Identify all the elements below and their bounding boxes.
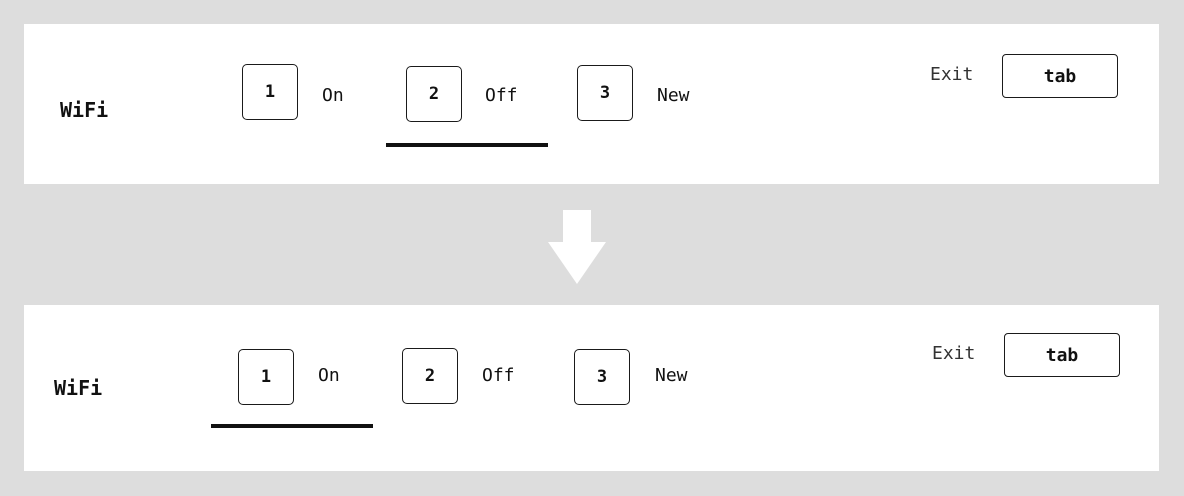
panel-after: WiFi 1 On 2 Off 3 New Exit tab bbox=[24, 305, 1159, 471]
option-label-on: On bbox=[322, 85, 344, 106]
exit-label: Exit bbox=[930, 64, 974, 85]
tab-key[interactable]: tab bbox=[1002, 54, 1118, 98]
panel-before: WiFi 1 On 2 Off 3 New Exit tab bbox=[24, 24, 1159, 184]
menu-title: WiFi bbox=[60, 98, 109, 122]
menu-title: WiFi bbox=[54, 376, 103, 400]
selection-underline bbox=[211, 424, 373, 428]
tab-key[interactable]: tab bbox=[1004, 333, 1120, 377]
option-label-off: Off bbox=[485, 85, 518, 106]
selection-underline bbox=[386, 143, 548, 147]
option-label-on: On bbox=[318, 365, 340, 386]
option-key-2[interactable]: 2 bbox=[406, 66, 462, 122]
option-key-1[interactable]: 1 bbox=[238, 349, 294, 405]
option-label-new: New bbox=[655, 365, 688, 386]
option-label-off: Off bbox=[482, 365, 515, 386]
option-key-1[interactable]: 1 bbox=[242, 64, 298, 120]
option-label-new: New bbox=[657, 85, 690, 106]
exit-label: Exit bbox=[932, 343, 976, 364]
option-key-2[interactable]: 2 bbox=[402, 348, 458, 404]
option-key-3[interactable]: 3 bbox=[577, 65, 633, 121]
option-key-3[interactable]: 3 bbox=[574, 349, 630, 405]
down-arrow-icon bbox=[548, 210, 606, 284]
